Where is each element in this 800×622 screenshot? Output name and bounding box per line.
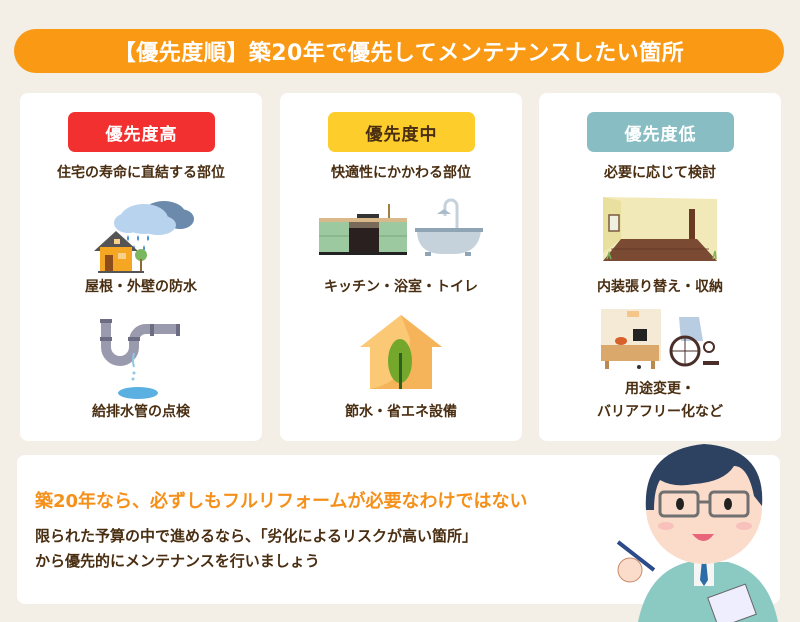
card-subtitle: 必要に応じて検討 (604, 165, 716, 181)
item-label: 節水・省エネ設備 (345, 404, 457, 420)
interior-room-icon (603, 197, 717, 261)
summary-body: 限られた予算の中で進めるなら、「劣化によるリスクが高い箇所」 から優先的にメンテ… (35, 524, 477, 574)
summary-body-line: から優先的にメンテナンスを行いましょう (35, 552, 320, 570)
item-label: 用途変更・ (625, 381, 695, 397)
item-label: バリアフリー化など (597, 404, 723, 420)
priority-mid-badge: 優先度中 (328, 112, 475, 152)
item-label: 給排水管の点検 (92, 404, 190, 420)
advisor-character-icon (616, 444, 778, 622)
item-label: 内装張り替え・収納 (597, 279, 723, 295)
priority-high-badge: 優先度高 (68, 112, 215, 152)
item-label: キッチン・浴室・トイレ (324, 279, 478, 295)
badge-label: 優先度低 (624, 124, 697, 145)
house-rain-icon (94, 201, 194, 273)
badge-label: 優先度中 (365, 124, 438, 145)
summary-body-line: 限られた予算の中で進めるなら、「劣化によるリスクが高い箇所」 (35, 527, 478, 545)
priority-high-card: 優先度高 住宅の寿命に直結する部位 屋根・外壁の防水 給排水管の点検 (20, 93, 262, 441)
priority-low-badge: 優先度低 (587, 112, 734, 152)
card-subtitle: 住宅の寿命に直結する部位 (57, 165, 225, 181)
priority-low-card: 優先度低 必要に応じて検討 内装張り替え・収納 用途変更・ バリアフリー化など (539, 93, 781, 441)
priority-mid-card: 優先度中 快適性にかかわる部位 キッチン・浴室・トイレ 節水・省エネ設備 (280, 93, 522, 441)
page-title: 【優先度順】築20年で優先してメンテナンスしたい箇所 (14, 29, 784, 73)
page-title-text: 【優先度順】築20年で優先してメンテナンスしたい箇所 (113, 41, 685, 66)
summary-headline: 築20年なら、必ずしもフルリフォームが必要なわけではない (35, 491, 528, 512)
card-subtitle: 快適性にかかわる部位 (331, 165, 471, 181)
kitchen-bath-icon (319, 198, 483, 256)
badge-label: 優先度高 (105, 124, 178, 145)
eco-house-icon (360, 315, 442, 389)
leaking-pipe-icon (100, 319, 180, 399)
office-wheelchair-icon (601, 309, 719, 369)
item-label: 屋根・外壁の防水 (85, 279, 197, 295)
